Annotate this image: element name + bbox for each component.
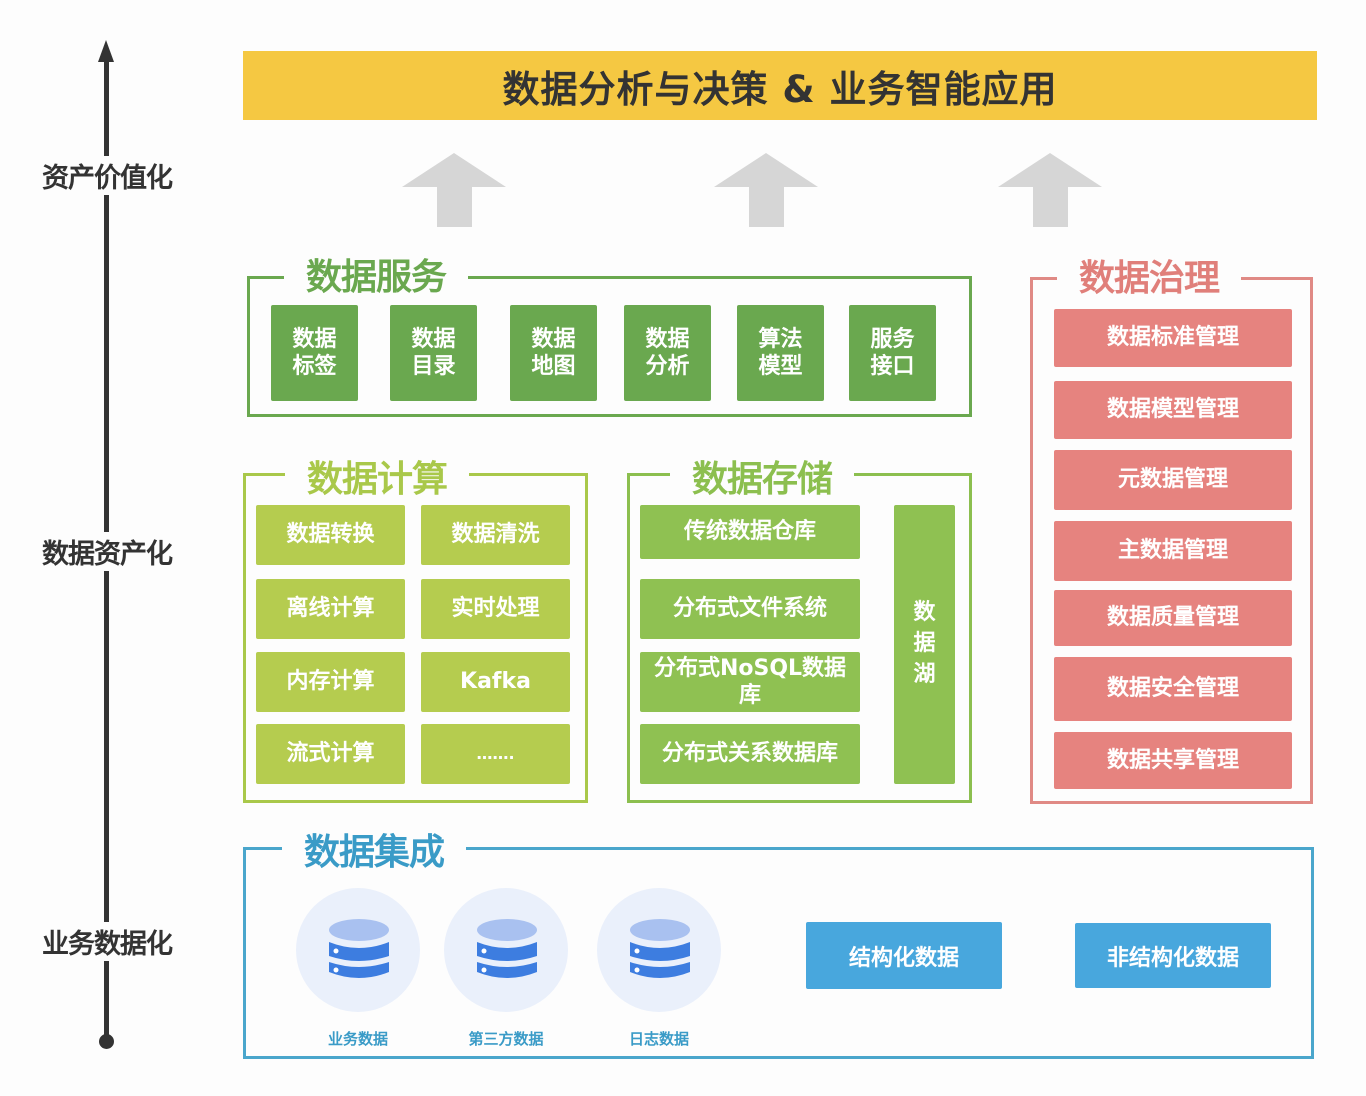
source-label: 第三方数据: [468, 1030, 544, 1048]
unstructured-data-button[interactable]: 非结构化数据: [1075, 923, 1271, 988]
data-lake-tile[interactable]: 数 据 湖: [894, 505, 955, 784]
source-log-data[interactable]: [597, 888, 721, 1012]
services-title: 数据服务: [284, 248, 469, 300]
database-icon: [630, 919, 690, 978]
compute-tile[interactable]: 实时处理: [421, 579, 570, 639]
storage-tile[interactable]: 传统数据仓库: [640, 505, 860, 559]
governance-tile[interactable]: 数据模型管理: [1054, 381, 1292, 439]
service-tile-algorithm-model[interactable]: 算法模型: [737, 305, 824, 401]
integration-frame: [243, 847, 1314, 1059]
axis-label-asset-value: 资产价值化: [20, 156, 194, 195]
service-tile-data-map[interactable]: 数据地图: [510, 305, 597, 401]
governance-tile[interactable]: 元数据管理: [1054, 450, 1292, 510]
integration-title: 数据集成: [282, 823, 467, 875]
compute-tile[interactable]: Kafka: [421, 652, 570, 712]
service-tile-data-catalog[interactable]: 数据目录: [390, 305, 477, 401]
storage-tile[interactable]: 分布式文件系统: [640, 579, 860, 639]
governance-tile[interactable]: 数据质量管理: [1054, 590, 1292, 646]
compute-tile[interactable]: 离线计算: [256, 579, 405, 639]
storage-title: 数据存储: [670, 450, 855, 502]
compute-tile-more[interactable]: …….: [421, 724, 570, 784]
compute-tile[interactable]: 内存计算: [256, 652, 405, 712]
service-tile-service-api[interactable]: 服务接口: [849, 305, 936, 401]
up-arrow-icon: [998, 153, 1102, 227]
source-label: 业务数据: [327, 1030, 388, 1048]
source-third-party-data[interactable]: [444, 888, 568, 1012]
governance-tile[interactable]: 数据共享管理: [1054, 732, 1292, 789]
services-frame: [247, 276, 972, 417]
top-banner: 数据分析与决策 & 业务智能应用: [243, 51, 1317, 120]
compute-tile[interactable]: 流式计算: [256, 724, 405, 784]
compute-tile[interactable]: 数据清洗: [421, 505, 570, 565]
axis-arrow-head: [98, 40, 114, 62]
axis-label-business-data: 业务数据化: [20, 922, 194, 961]
storage-tile[interactable]: 分布式NoSQL数据库: [640, 652, 860, 712]
storage-tile[interactable]: 分布式关系数据库: [640, 724, 860, 784]
compute-tile[interactable]: 数据转换: [256, 505, 405, 565]
governance-tile[interactable]: 主数据管理: [1054, 521, 1292, 581]
axis-label-data-asset: 数据资产化: [20, 532, 194, 571]
source-business-data[interactable]: [296, 888, 420, 1012]
up-arrow-icon: [402, 153, 506, 227]
source-label: 日志数据: [628, 1030, 689, 1048]
governance-title: 数据治理: [1057, 249, 1242, 301]
governance-tile[interactable]: 数据标准管理: [1054, 309, 1292, 367]
database-icon: [477, 919, 537, 978]
database-icon: [329, 919, 389, 978]
structured-data-button[interactable]: 结构化数据: [806, 922, 1002, 989]
compute-title: 数据计算: [285, 450, 470, 502]
governance-tile[interactable]: 数据安全管理: [1054, 657, 1292, 721]
service-tile-data-analysis[interactable]: 数据分析: [624, 305, 711, 401]
up-arrow-icon: [714, 153, 818, 227]
axis-start-dot: [99, 1034, 114, 1049]
service-tile-data-tags[interactable]: 数据标签: [271, 305, 358, 401]
